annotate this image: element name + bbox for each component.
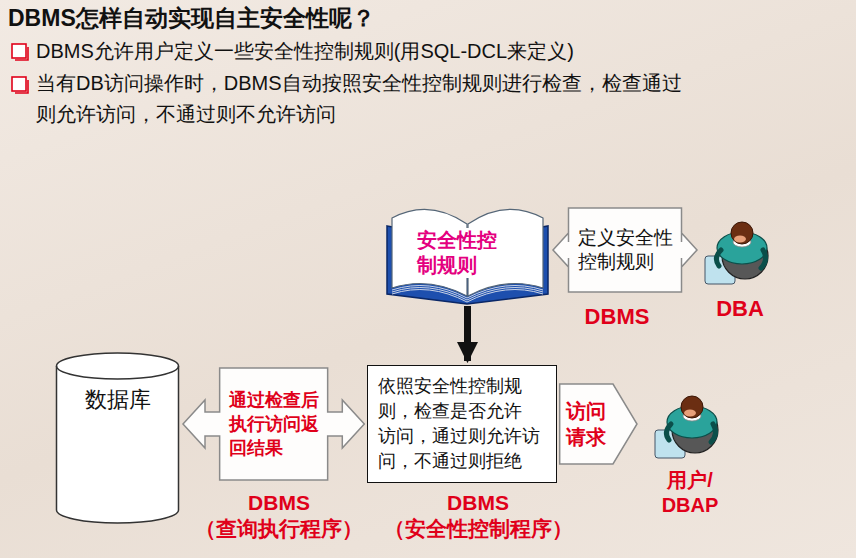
security-check-box: 依照安全性控制规 则，检查是否允许 访问，通过则允许访 问，不通过则拒绝 (367, 365, 556, 483)
user-person-icon (655, 396, 718, 458)
dba-person-icon (705, 222, 768, 284)
actor-label: 用户/ DBAP (662, 468, 719, 518)
connector-label: 通过检查后 执行访问返 回结果 (229, 388, 319, 460)
user-actor: 用户/ DBAP (640, 376, 740, 526)
book-title: 安全性控 制规则 (415, 228, 499, 278)
bullet-marker (12, 77, 28, 93)
box-text: 依照安全性控制规 则，检查是否允许 访问，通过则允许访 问，不通过则拒绝 (378, 374, 545, 474)
dba-actor: DBA (700, 200, 780, 324)
component-label: DBMS (585, 304, 650, 330)
bullet-marker (12, 44, 28, 60)
double-arrow-connector (553, 208, 697, 292)
connector-label: 访问 请求 (566, 398, 606, 450)
component-label: DBMS （查询执行程序） (195, 490, 363, 542)
rule-book: 安全性控 制规则 (385, 196, 550, 304)
actor-label: DBA (716, 296, 764, 322)
double-arrow-connector (183, 368, 364, 480)
flow-arrow (464, 306, 471, 361)
chevron-arrow-connector (560, 384, 637, 464)
cylinder-body (57, 353, 179, 523)
database-cylinder: 数据库 (55, 352, 180, 524)
connector-label: 定义安全性 控制规则 (578, 226, 673, 274)
database-name: 数据库 (85, 386, 151, 414)
cylinder-outline (55, 352, 180, 524)
slide-title: DBMS怎样自动实现自主安全性呢？ (8, 2, 375, 34)
cylinder-rim (57, 366, 179, 379)
component-label: DBMS （安全性控制程序） (384, 490, 573, 542)
bullet-text: 当有DB访问操作时，DBMS自动按照安全性控制规则进行检查，检查通过 则允许访问… (36, 68, 756, 130)
bullet-text: DBMS允许用户定义一些安全性控制规则(用SQL-DCL来定义) (36, 36, 574, 66)
